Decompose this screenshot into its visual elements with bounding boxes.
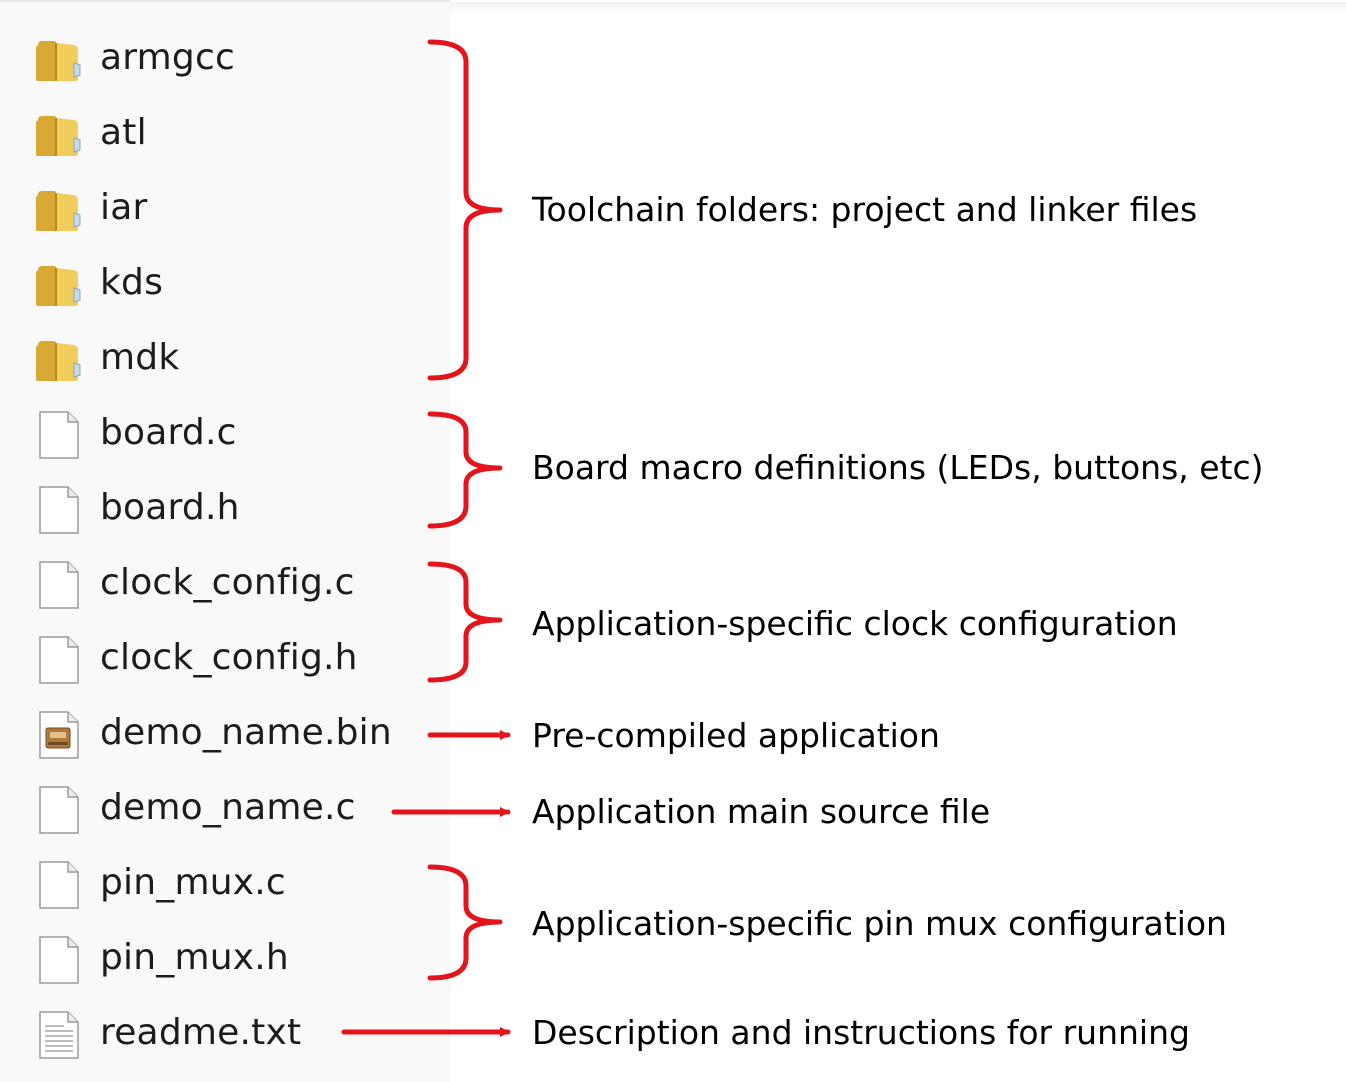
file-name: kds: [100, 262, 164, 303]
file-name: armgcc: [100, 37, 235, 78]
brace-toolchain: [427, 39, 503, 381]
file-name: iar: [100, 187, 148, 228]
file-name: mdk: [100, 337, 180, 378]
file-row-demo-name-bin[interactable]: demo_name.bin: [0, 697, 450, 772]
brace-board: [427, 411, 503, 529]
file-name: readme.txt: [100, 1012, 302, 1053]
annotation-main-source: Application main source file: [532, 792, 991, 831]
file-name: board.h: [100, 487, 240, 528]
file-name: demo_name.bin: [100, 712, 392, 753]
brace-clock: [427, 561, 503, 683]
file-row-board-c[interactable]: board.c: [0, 397, 450, 472]
file-icon: [34, 485, 84, 535]
file-icon: [34, 635, 84, 685]
file-name: pin_mux.h: [100, 937, 289, 978]
file-icon: [34, 785, 84, 835]
file-icon: [34, 860, 84, 910]
file-name: pin_mux.c: [100, 862, 286, 903]
folder-icon: [34, 110, 84, 160]
file-icon: [34, 560, 84, 610]
file-row-demo-name-c[interactable]: demo_name.c: [0, 772, 450, 847]
file-row-mdk[interactable]: mdk: [0, 322, 450, 397]
annotation-pin-mux: Application-specific pin mux configurati…: [532, 904, 1227, 943]
folder-icon: [34, 35, 84, 85]
file-name: clock_config.h: [100, 637, 358, 678]
file-name: clock_config.c: [100, 562, 355, 603]
annotation-readme: Description and instructions for running: [532, 1013, 1190, 1052]
binary-file-icon: [34, 710, 84, 760]
folder-icon: [34, 260, 84, 310]
brace-pin-mux: [427, 864, 503, 981]
file-icon: [34, 935, 84, 985]
annotation-precompiled: Pre-compiled application: [532, 716, 940, 755]
annotation-toolchain: Toolchain folders: project and linker fi…: [532, 190, 1198, 229]
file-row-board-h[interactable]: board.h: [0, 472, 450, 547]
file-row-pin-mux-c[interactable]: pin_mux.c: [0, 847, 450, 922]
file-name: board.c: [100, 412, 237, 453]
file-row-readme-txt[interactable]: readme.txt: [0, 997, 450, 1072]
file-row-pin-mux-h[interactable]: pin_mux.h: [0, 922, 450, 997]
folder-icon: [34, 185, 84, 235]
file-name: atl: [100, 112, 147, 153]
file-name: demo_name.c: [100, 787, 356, 828]
file-row-kds[interactable]: kds: [0, 247, 450, 322]
file-row-atl[interactable]: atl: [0, 97, 450, 172]
file-row-armgcc[interactable]: armgcc: [0, 22, 450, 97]
annotation-clock: Application-specific clock configuration: [532, 604, 1178, 643]
folder-icon: [34, 335, 84, 385]
file-row-clock-config-h[interactable]: clock_config.h: [0, 622, 450, 697]
file-icon: [34, 410, 84, 460]
annotation-board: Board macro definitions (LEDs, buttons, …: [532, 448, 1264, 487]
file-row-clock-config-c[interactable]: clock_config.c: [0, 547, 450, 622]
text-file-icon: [34, 1010, 84, 1060]
file-row-iar[interactable]: iar: [0, 172, 450, 247]
